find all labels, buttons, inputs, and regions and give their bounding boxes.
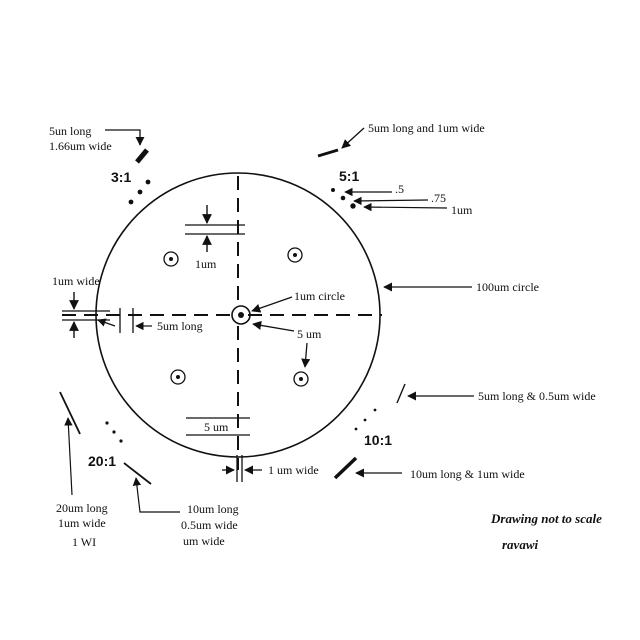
lower-right-ring-arrow [301, 342, 311, 368]
tr-dot-2 [340, 195, 346, 201]
ratio-3-1: 3:1 [111, 169, 131, 185]
tr-top-arrow [341, 127, 365, 149]
bottom-5um-label: 5 um [204, 420, 229, 434]
bl-dot-2 [112, 430, 116, 434]
center-circle-arrow [251, 296, 293, 313]
tr-label-p5: .5 [395, 182, 404, 196]
center-dot [238, 312, 244, 318]
right-feature-5um [396, 383, 406, 404]
br-feature-10um [333, 456, 358, 480]
center-circle-label: 1um circle [294, 289, 345, 303]
bottom-1um-wide-label: 1 um wide [268, 463, 319, 477]
ring-upper-left [163, 251, 179, 267]
tl-dot-2 [137, 189, 143, 195]
ratio-5-1: 5:1 [339, 168, 359, 184]
r-dot-2 [363, 418, 367, 422]
bl-20um-line1: 20um long [56, 501, 108, 515]
bl-20um-leader [64, 417, 73, 496]
ring-lower-right [293, 371, 309, 387]
tl-dot-3 [128, 199, 134, 205]
circle-100um-label: 100um circle [476, 280, 539, 294]
bl-mirror-2: um wide [183, 534, 225, 548]
r-dot-3 [354, 427, 358, 431]
ring-lower-left [170, 369, 186, 385]
left-1um-wide-label: 1um wide [52, 274, 100, 288]
bl-mirror-1: 1 WI [72, 535, 96, 549]
bl-10um-line1: 10um long [187, 502, 239, 516]
left-5um-long-label: 5um long [157, 319, 203, 333]
tl-dot-1 [145, 179, 151, 185]
tr-top-label: 5um long and 1um wide [368, 121, 485, 135]
bl-dot-3 [119, 439, 123, 443]
ring-lower-left-dot [176, 375, 180, 379]
tr-dot-3 [350, 203, 356, 209]
bl-20um-line2: 1um wide [58, 516, 106, 530]
note-title: Drawing not to scale [490, 511, 602, 526]
tl-leader [105, 129, 145, 146]
r-dot-1 [373, 408, 377, 412]
ratio-20-1: 20:1 [88, 453, 116, 469]
bl-feature-10um [123, 462, 152, 485]
ring-upper-right-dot [293, 253, 297, 257]
center-5um-arrow [252, 320, 295, 332]
tr-label-1um: 1um [451, 203, 473, 217]
upper-dim-label: 1um [195, 257, 217, 271]
tl-label-line1: 5un long [49, 124, 91, 138]
right-5um-label: 5um long & 0.5um wide [478, 389, 596, 403]
ring-upper-left-dot [169, 257, 173, 261]
bl-feature-20um [59, 391, 81, 435]
tl-label-line2: 1.66um wide [49, 139, 112, 153]
left-5um-arrow-left [97, 318, 116, 327]
center-5um-label: 5 um [297, 327, 322, 341]
tr-arrow-p75 [353, 196, 429, 206]
note-author: ravawi [502, 537, 539, 552]
bl-10um-line2: 0.5um wide [181, 518, 238, 532]
tl-feature-3-1 [135, 148, 149, 164]
tr-arrow-1um [363, 202, 448, 212]
tr-dot-1 [331, 188, 335, 192]
ring-upper-right [287, 247, 303, 263]
br-10um-label: 10um long & 1um wide [410, 467, 525, 481]
bl-10um-leader [132, 477, 180, 513]
bl-dot-1 [105, 421, 109, 425]
tr-label-p75: .75 [431, 191, 446, 205]
tr-feature-5-1 [317, 148, 339, 158]
ratio-10-1: 10:1 [364, 432, 392, 448]
center-circle-target [231, 305, 251, 325]
ring-lower-right-dot [299, 377, 303, 381]
